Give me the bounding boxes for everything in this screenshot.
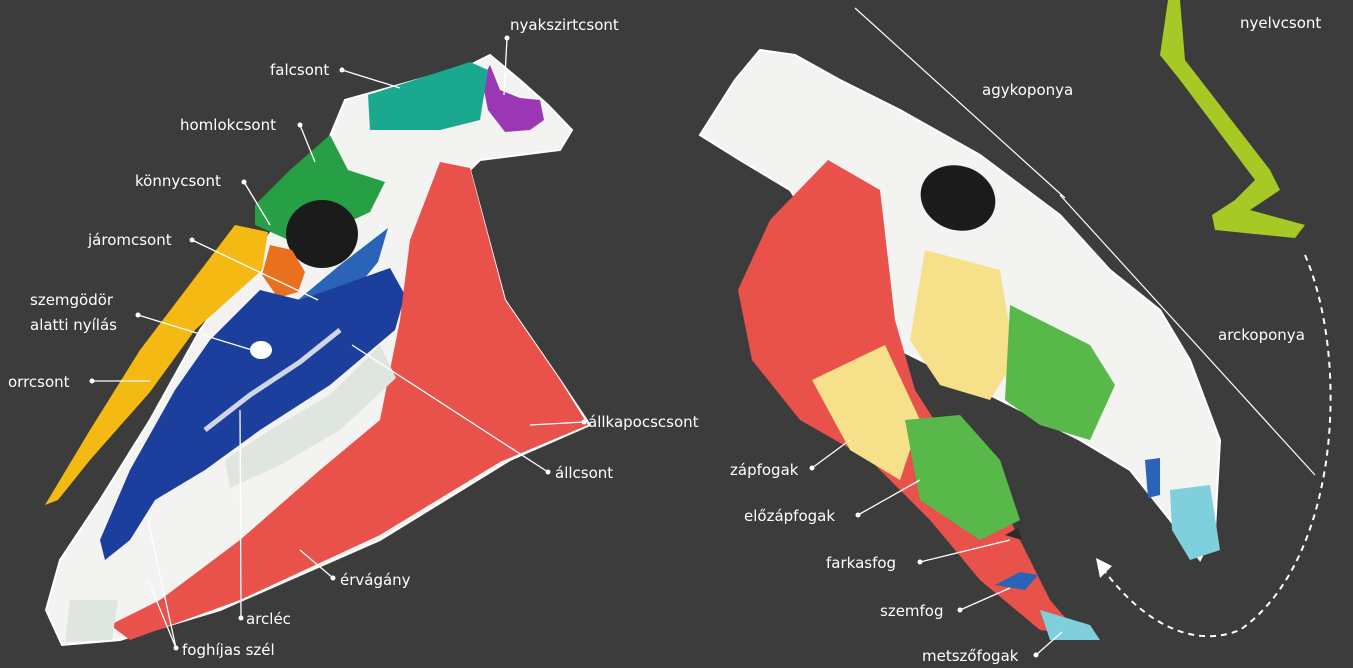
label-maxilla: állcsont [555,464,613,482]
label-nasal: orrcsont [8,373,70,391]
label-facial-crest: arcléc [246,610,291,628]
incisors-left [65,600,118,642]
label-parietal: falcsont [270,61,329,79]
label-infraorbital-1: szemgödör [30,291,114,309]
lower-premolars [905,415,1020,540]
label-face: arckoponya [1218,326,1305,344]
label-premolars: előzápfogak [744,507,835,525]
label-canine: szemfog [880,602,944,620]
infraorbital-foramen [250,341,272,359]
face-arrow-head [1096,558,1112,578]
label-incisors: metszőfogak [922,647,1019,665]
label-frontal: homlokcsont [180,116,276,134]
label-wolf-tooth: farkasfog [826,554,896,572]
upper-molars [910,250,1015,400]
label-mandible: állkapocscsont [588,413,699,431]
right-skull [700,50,1220,640]
left-skull [45,55,590,645]
label-hyoid: nyelvcsont [1240,14,1321,32]
label-lacrimal: könnycsont [135,172,221,190]
label-molars: zápfogak [730,461,799,479]
label-cranium: agykoponya [982,81,1073,99]
parietal-bone [368,62,488,130]
label-vascular-notch: érvágány [340,571,411,589]
label-diastema: foghíjas szél [182,641,275,659]
lower-incisors [1040,610,1100,640]
hyoid-bone [1160,0,1305,238]
orbit [286,200,358,268]
label-occipital: nyakszirtcsont [510,16,619,34]
label-infraorbital-2: alatti nyílás [30,316,117,334]
label-zygomatic: járomcsont [87,231,172,249]
